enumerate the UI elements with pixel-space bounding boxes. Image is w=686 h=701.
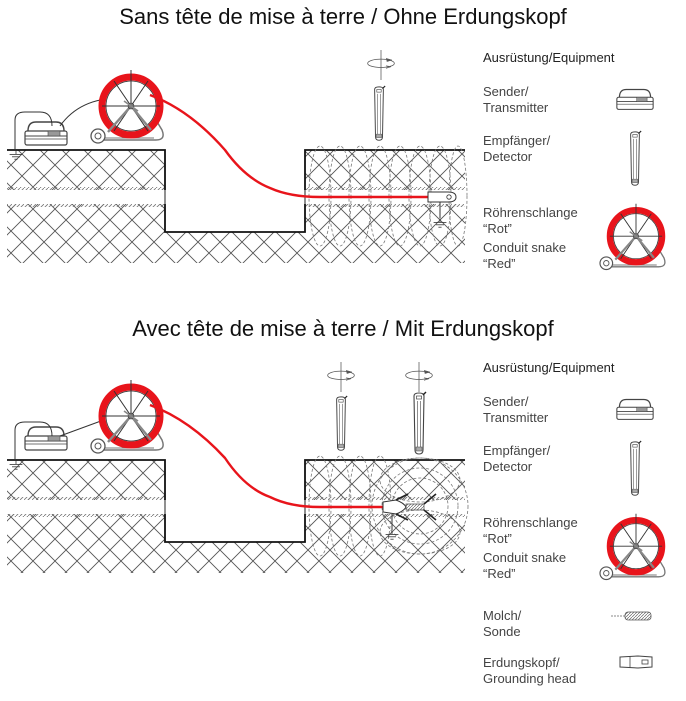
- legend-heading: Ausrüstung/Equipment: [483, 360, 615, 375]
- legend-label-sonde: Molch/ Sonde: [483, 608, 522, 639]
- legend-label-grounding-head: Erdungskopf/ Grounding head: [483, 655, 577, 686]
- diagram-without-grounding-head: [7, 50, 468, 263]
- rotation-arrow-icon: [327, 362, 355, 392]
- sonde-icon: [611, 611, 652, 621]
- sonde-icon: [405, 503, 425, 511]
- transmitter-icon: [616, 398, 654, 421]
- detector-icon: [413, 391, 427, 455]
- rotation-arrow-icon: [405, 362, 433, 392]
- transmitter-icon: [616, 88, 654, 111]
- soil-cross-section: [7, 149, 465, 263]
- legend-heading: Ausrüstung/Equipment: [483, 50, 615, 65]
- diagram-with-grounding-head: [7, 362, 469, 573]
- section-1-title: Sans tête de mise à terre / Ohne Erdungs…: [119, 4, 567, 29]
- conduit-snake-reel-icon: [91, 70, 163, 143]
- grounding-head-icon: [619, 655, 653, 669]
- conduit-snake-reel-icon: [91, 380, 163, 453]
- soil-cross-section: [7, 459, 465, 573]
- legend-label-snake-de: Röhrenschlange “Rot”: [483, 515, 578, 546]
- legend-label-snake-de: Röhrenschlange “Rot”: [483, 205, 578, 236]
- legend-label-detector: Empfänger/ Detector: [483, 443, 551, 474]
- conduit-snake-line: [149, 93, 430, 199]
- detector-icon: [629, 130, 642, 186]
- conduit-snake-line: [149, 403, 385, 509]
- conduit-snake-reel-icon: [595, 202, 677, 274]
- section-2-title: Avec tête de mise à terre / Mit Erdungsk…: [132, 316, 554, 341]
- rotation-arrow-icon: [367, 50, 395, 80]
- detector-icon: [629, 440, 642, 496]
- legend-label-snake-en: Conduit snake “Red”: [483, 240, 567, 271]
- transmitter-icon: [24, 426, 68, 451]
- detector-icon: [335, 395, 348, 451]
- legend-label-snake-en: Conduit snake “Red”: [483, 550, 567, 581]
- detector-icon: [373, 85, 386, 141]
- legend-label-transmitter: Sender/ Transmitter: [483, 84, 549, 115]
- legend-label-detector: Empfänger/ Detector: [483, 133, 551, 164]
- legend-label-transmitter: Sender/ Transmitter: [483, 394, 549, 425]
- conduit-snake-reel-icon: [595, 512, 677, 584]
